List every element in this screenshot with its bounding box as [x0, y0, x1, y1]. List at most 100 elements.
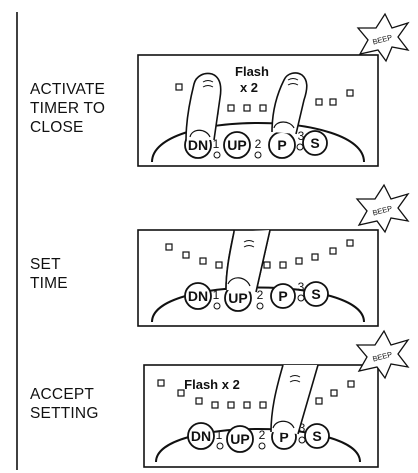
- beep-star-shape: [356, 12, 410, 63]
- indicator-dot: [216, 442, 224, 450]
- led: [263, 261, 271, 269]
- s-button: [302, 130, 328, 156]
- num-2-label: 2: [257, 288, 264, 302]
- s-button-label: S: [311, 286, 320, 302]
- num-3-label: 3: [298, 129, 305, 143]
- indicator-dot: [213, 302, 221, 310]
- num-1-label: 1: [216, 428, 223, 442]
- led: [243, 401, 251, 409]
- fingernail: [227, 277, 251, 287]
- indicator-dot: [297, 294, 305, 302]
- led: [347, 380, 355, 388]
- led-row: [157, 379, 355, 409]
- p-button-label: P: [277, 137, 286, 153]
- led: [346, 239, 354, 247]
- s-button-label: S: [312, 428, 321, 444]
- led: [259, 401, 267, 409]
- led: [199, 257, 207, 265]
- up-button: [226, 425, 254, 453]
- s-button: [303, 281, 329, 307]
- num-1-label: 1: [213, 288, 220, 302]
- up-button: [223, 131, 251, 159]
- led: [243, 104, 251, 112]
- step-2-label-line-1: SET: [30, 256, 61, 273]
- flash-text-line-2: x 2: [240, 80, 258, 95]
- led: [177, 389, 185, 397]
- keypad-frame: [137, 54, 379, 167]
- num-1-label: 1: [213, 137, 220, 151]
- led: [227, 104, 235, 112]
- dn-button: [187, 422, 215, 450]
- led: [211, 401, 219, 409]
- dn-button-label: DN: [188, 288, 208, 304]
- fingernail: [189, 129, 211, 138]
- step-1-keypad: DN 1 UP 2 P 3 S Flash x 2: [137, 54, 379, 167]
- s-button: [304, 423, 330, 449]
- fingernail: [273, 121, 295, 129]
- step-3-label-line-2: SETTING: [30, 405, 99, 422]
- beep-star-shape: [355, 183, 410, 234]
- s-button-label: S: [310, 135, 319, 151]
- finger-icon: [271, 72, 308, 135]
- up-button-label: UP: [227, 137, 246, 153]
- dn-button-label: DN: [188, 137, 208, 153]
- led: [157, 379, 165, 387]
- flash-text: Flash x 2: [184, 377, 240, 392]
- indicator-dot: [213, 151, 221, 159]
- keypad-arc: [155, 428, 361, 463]
- indicator-dot: [298, 436, 306, 444]
- num-2-label: 2: [255, 137, 262, 151]
- keypad-arc: [151, 286, 365, 323]
- step-3-label-line-1: ACCEPT: [30, 386, 95, 403]
- p-button-label: P: [279, 429, 288, 445]
- keypad-arc: [151, 122, 365, 163]
- led: [259, 104, 267, 112]
- finger-edge: [225, 231, 235, 291]
- fingernail: [272, 420, 295, 429]
- step-1-label-line-2: TIMER TO: [30, 100, 106, 117]
- led: [182, 251, 190, 259]
- indicator-dot: [254, 151, 262, 159]
- led: [227, 401, 235, 409]
- led: [195, 397, 203, 405]
- indicator-dot: [296, 143, 304, 151]
- led: [279, 261, 287, 269]
- beep-burst-icon: BEEP: [355, 183, 410, 234]
- fingerprint-lines: [243, 240, 255, 248]
- led: [215, 261, 223, 269]
- step-1-label: ACTIVATE TIMER TO CLOSE: [30, 80, 105, 137]
- keypad-frame: [143, 364, 379, 468]
- flash-text-line-1: Flash: [235, 64, 269, 79]
- step-1-label-line-3: CLOSE: [30, 119, 84, 136]
- led: [346, 89, 354, 97]
- indicator-dot: [256, 302, 264, 310]
- p-button: [270, 283, 296, 309]
- finger-edge: [270, 364, 284, 433]
- step-2-keypad: DN 1 UP 2 P 3 S: [137, 229, 379, 327]
- fingerprint-lines: [289, 375, 301, 383]
- step-1-label-line-1: ACTIVATE: [30, 81, 106, 98]
- num-3-label: 3: [299, 421, 306, 435]
- led: [329, 98, 337, 106]
- dn-button: [184, 282, 212, 310]
- step-3-label: ACCEPT SETTING: [30, 385, 99, 423]
- led: [330, 389, 338, 397]
- step-2-label-line-2: TIME: [30, 275, 68, 292]
- num-3-label: 3: [298, 280, 305, 294]
- finger-edge: [255, 229, 271, 293]
- beep-burst-icon: BEEP: [355, 329, 410, 380]
- dn-button-label: DN: [191, 428, 211, 444]
- led: [329, 247, 337, 255]
- beep-burst-icon: BEEP: [356, 12, 410, 63]
- step-3-keypad: Flash x 2 DN 1 UP 2 P 3 S: [143, 364, 379, 468]
- fingerprint-lines: [287, 78, 299, 86]
- up-button-label: UP: [228, 290, 247, 306]
- led: [175, 83, 183, 91]
- up-button-label: UP: [230, 431, 249, 447]
- beep-star-shape: [355, 329, 410, 380]
- led: [311, 253, 319, 261]
- finger-icon: [185, 72, 222, 141]
- led: [165, 243, 173, 251]
- fingerprint-lines: [202, 80, 214, 88]
